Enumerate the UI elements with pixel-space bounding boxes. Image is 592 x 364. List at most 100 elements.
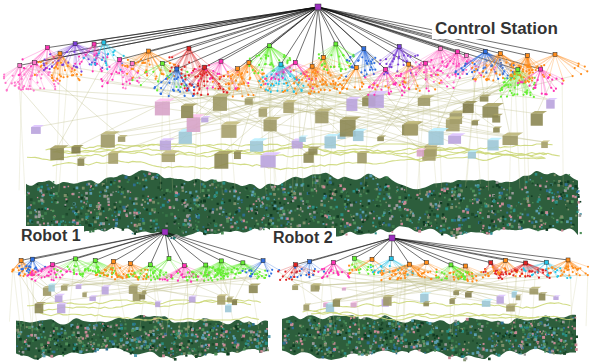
mesh-speck xyxy=(353,222,356,225)
mesh-speck xyxy=(460,189,462,191)
mesh-speck xyxy=(205,194,208,197)
mesh-speck xyxy=(88,224,91,227)
object-box-top xyxy=(482,103,503,106)
mesh-speck xyxy=(69,222,71,224)
mesh-speck xyxy=(577,188,579,190)
mesh-speck xyxy=(560,221,562,223)
mesh-speck xyxy=(574,196,576,198)
mesh-speck xyxy=(454,187,455,188)
mesh-speck xyxy=(340,213,343,216)
mesh-speck xyxy=(538,212,540,214)
mesh-speck xyxy=(475,184,477,186)
mesh-speck xyxy=(65,198,67,200)
mesh-speck xyxy=(41,215,43,217)
mesh-speck xyxy=(219,207,222,210)
mesh-speck xyxy=(31,221,33,223)
mesh-speck xyxy=(188,223,189,224)
object-box-top xyxy=(472,120,481,121)
mesh-speck xyxy=(566,220,569,223)
mesh-speck xyxy=(396,187,397,188)
object-box xyxy=(50,148,64,160)
mesh-speck xyxy=(280,217,283,220)
mesh-speck xyxy=(375,226,377,228)
mesh-speck xyxy=(158,227,160,229)
mesh-speck xyxy=(539,226,541,228)
mesh-speck xyxy=(526,197,529,200)
mesh-speck xyxy=(108,223,109,224)
mesh-speck xyxy=(397,189,399,191)
mesh-speck xyxy=(119,186,121,188)
mesh-speck xyxy=(329,195,331,197)
object-box xyxy=(179,132,192,144)
mesh-speck xyxy=(393,207,396,210)
mesh-speck xyxy=(53,219,54,220)
mesh-speck xyxy=(66,213,69,216)
mesh-speck xyxy=(118,214,120,216)
mesh-speck xyxy=(404,189,405,190)
mesh-speck xyxy=(306,200,309,203)
mesh-speck xyxy=(127,204,129,206)
mesh-speck xyxy=(328,211,329,212)
mesh-speck xyxy=(566,207,567,208)
mesh-speck xyxy=(150,219,152,221)
mesh-speck xyxy=(357,230,358,231)
mesh-speck xyxy=(124,196,126,198)
mesh-speck xyxy=(466,211,469,214)
mesh-speck xyxy=(75,206,77,208)
mesh-speck xyxy=(513,210,516,213)
mesh-speck xyxy=(84,196,85,197)
mesh-speck xyxy=(162,204,165,207)
mesh-speck xyxy=(335,223,338,226)
mesh-speck xyxy=(127,193,128,194)
mesh-speck xyxy=(518,226,521,229)
mesh-speck xyxy=(114,180,116,182)
mesh-speck xyxy=(134,232,136,234)
mesh-speck xyxy=(409,209,410,210)
mesh-speck xyxy=(54,199,56,201)
mesh-speck xyxy=(344,198,346,200)
mesh-speck xyxy=(152,176,154,178)
mesh-speck xyxy=(405,191,406,192)
mesh-speck xyxy=(565,183,568,186)
object-box-top xyxy=(155,98,175,101)
mesh-speck xyxy=(470,188,472,190)
mesh-speck xyxy=(241,199,243,201)
mesh-speck xyxy=(118,216,121,219)
object-box-top xyxy=(377,136,386,137)
mesh-speck xyxy=(313,216,316,219)
mesh-speck xyxy=(412,213,414,215)
mesh-speck xyxy=(531,221,533,223)
mesh-speck xyxy=(160,196,161,197)
mesh-speck xyxy=(525,181,527,183)
mesh-speck xyxy=(418,197,420,199)
mesh-link xyxy=(293,83,294,193)
mesh-speck xyxy=(506,194,508,196)
mesh-speck xyxy=(181,199,184,202)
mesh-speck xyxy=(237,203,238,204)
mesh-speck xyxy=(277,208,279,210)
mesh-speck xyxy=(340,225,342,227)
mesh-speck xyxy=(232,186,234,188)
mesh-speck xyxy=(88,216,90,218)
mesh-speck xyxy=(440,225,442,227)
object-box-top xyxy=(250,138,268,141)
mesh-speck xyxy=(96,205,98,207)
mesh-speck xyxy=(81,218,83,220)
object-box xyxy=(71,147,80,153)
mesh-speck xyxy=(62,220,63,221)
mesh-speck xyxy=(107,198,110,201)
mesh-speck xyxy=(53,186,54,187)
mesh-speck xyxy=(378,217,381,220)
place-dot xyxy=(3,74,5,76)
place-dot xyxy=(29,78,31,80)
mesh-speck xyxy=(561,229,563,231)
mesh-speck xyxy=(572,187,574,189)
mesh-speck xyxy=(562,192,564,194)
mesh-speck xyxy=(312,195,314,197)
mesh-speck xyxy=(73,203,75,205)
place-dot xyxy=(54,85,56,87)
mesh-speck xyxy=(493,225,496,228)
object-box-top xyxy=(160,138,175,140)
mesh-speck xyxy=(116,202,117,203)
mesh-speck xyxy=(423,221,426,224)
